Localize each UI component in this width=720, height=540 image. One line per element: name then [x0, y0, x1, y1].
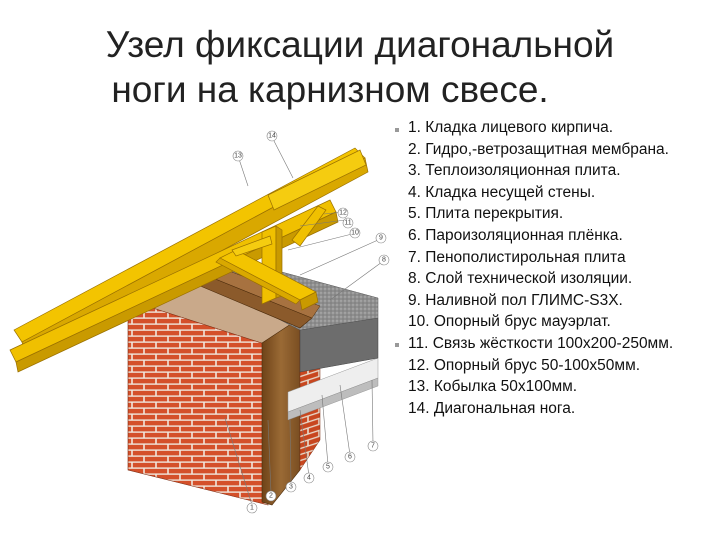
callout-4: 4 [303, 472, 315, 484]
callout-11: 11 [342, 217, 354, 229]
legend-item-5: 5. Плита перекрытия. [408, 205, 564, 223]
diagonal-rafter-assembly [9, 147, 369, 373]
svg-text:6: 6 [348, 454, 352, 461]
legend-item-2: 2. Гидро,-ветрозащитная мембрана. [408, 140, 669, 158]
legend-item-13: 13. Кобылка 50х100мм. [408, 378, 578, 396]
legend-item-7: 7. Пенополистирольная плита [408, 248, 626, 266]
svg-text:11: 11 [344, 220, 351, 227]
callout-7: 7 [367, 440, 379, 452]
callout-1: 1 [246, 502, 258, 514]
title-line-1: Узел фиксации диагональной [105, 24, 615, 65]
callout-markers: 1 2 3 4 5 6 7 8 9 10 11 12 13 14 [232, 130, 390, 514]
svg-text:5: 5 [326, 464, 330, 471]
legend-item-10: 10. Опорный брус мауэрлат. [408, 313, 611, 331]
legend-bullet [395, 128, 399, 132]
legend-bullet [395, 343, 399, 347]
legend-item-12: 12. Опорный брус 50-100х50мм. [408, 356, 641, 374]
svg-text:9: 9 [379, 235, 383, 242]
callout-leader-lines [224, 138, 383, 506]
callout-6: 6 [344, 451, 356, 463]
callout-3: 3 [285, 481, 297, 493]
legend-item-3: 3. Теплоизоляционная плита. [408, 162, 621, 180]
svg-text:13: 13 [234, 153, 242, 160]
svg-text:7: 7 [371, 443, 375, 450]
legend-item-1: 1. Кладка лицевого кирпича. [408, 119, 614, 136]
svg-text:4: 4 [307, 475, 311, 482]
legend-item-8: 8. Слой технической изоляции. [408, 270, 633, 288]
svg-text:2: 2 [269, 493, 273, 500]
svg-text:10: 10 [351, 230, 359, 237]
legend-item-14: 14. Диагональная нога. [408, 399, 576, 417]
svg-text:14: 14 [268, 133, 276, 140]
legend-item-11: 11. Связь жёсткости 100х200-250мм. [408, 334, 674, 352]
legend-item-6: 6. Пароизоляционная плёнка. [408, 226, 623, 244]
callout-14: 14 [266, 130, 278, 142]
callout-5: 5 [322, 461, 334, 473]
callout-10: 10 [349, 227, 361, 239]
legend-list: 1. Кладка лицевого кирпича. 2. Гидро,-ве… [408, 117, 718, 419]
svg-text:1: 1 [250, 505, 254, 512]
callout-2: 2 [265, 490, 277, 502]
callout-13: 13 [232, 150, 244, 162]
callout-9: 9 [375, 232, 387, 244]
callout-12: 12 [337, 207, 349, 219]
svg-text:12: 12 [339, 210, 347, 217]
legend-item-4: 4. Кладка несущей стены. [408, 183, 596, 201]
slide-title: Узел фиксации диагональной ноги на карни… [0, 22, 720, 112]
svg-text:3: 3 [289, 484, 293, 491]
svg-text:8: 8 [382, 257, 386, 264]
callout-8: 8 [378, 254, 390, 266]
legend-item-9: 9. Наливной пол ГЛИМС-S3X. [408, 291, 623, 309]
title-line-2: ноги на карнизном свесе. [111, 69, 549, 110]
